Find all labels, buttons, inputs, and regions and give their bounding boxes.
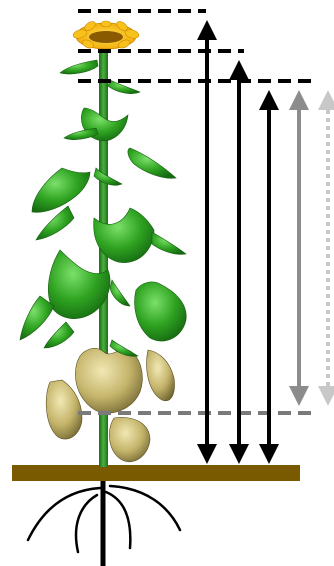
leaf — [20, 296, 54, 340]
leaf — [135, 282, 187, 341]
dry-leaf — [147, 350, 175, 401]
leaf — [128, 148, 176, 178]
senescent-leaves — [46, 348, 174, 462]
leaf — [152, 232, 186, 254]
measurement-arrows — [207, 24, 328, 460]
leaf — [60, 60, 98, 74]
roots — [28, 480, 180, 566]
dry-leaf — [46, 380, 82, 439]
leaf — [32, 168, 90, 212]
sunflower-head — [72, 20, 140, 50]
soil-bar — [12, 465, 300, 481]
flower-center — [89, 31, 123, 43]
leaf — [110, 280, 130, 306]
dry-leaf — [109, 418, 150, 462]
leaf — [44, 322, 74, 348]
dry-leaf — [75, 348, 142, 413]
